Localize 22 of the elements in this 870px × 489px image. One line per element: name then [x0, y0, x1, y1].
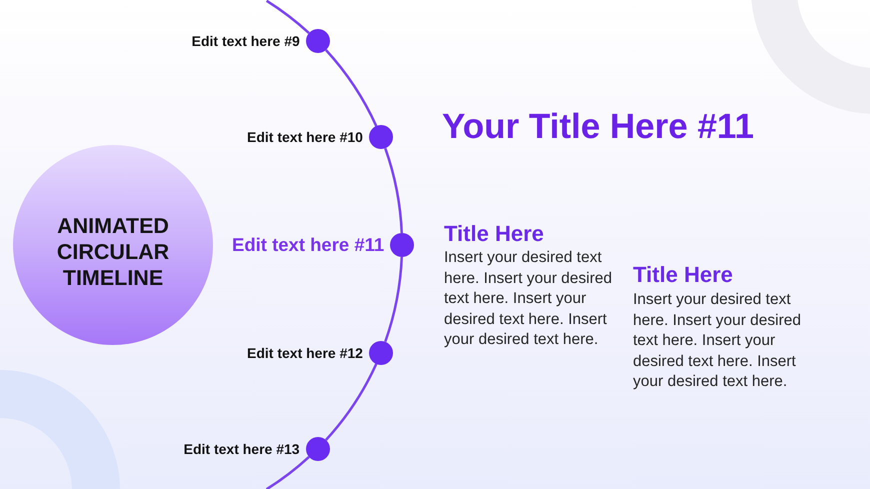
- body-text: Insert your desired text here. Insert your desired text here. Insert your desired text here. Insert your desired text here.: [633, 290, 802, 392]
- circle-label: ANIMATED CIRCULAR TIMELINE: [56, 213, 170, 291]
- timeline-arc: [384, 148, 403, 234]
- timeline-label: Edit text here #12: [247, 344, 363, 361]
- timeline-label: Edit text here #9: [192, 33, 300, 50]
- slide-title: Your Title Here #11: [442, 107, 754, 147]
- timeline-arc: [266, 0, 310, 34]
- timeline-arc: [325, 363, 378, 441]
- timeline-dot: [306, 29, 330, 54]
- section-heading: Title Here: [633, 262, 733, 287]
- timeline-arc: [325, 49, 378, 127]
- timeline-label: Edit text here #11: [232, 234, 384, 256]
- timeline-dot: [369, 340, 394, 365]
- timeline-dot: [306, 436, 330, 461]
- section-heading: Title Here: [444, 221, 544, 246]
- timeline-arc: [266, 456, 310, 489]
- body-text: Insert your desired text here. Insert your desired text here. Insert your desired text here. Insert your desired text here.: [444, 248, 614, 350]
- timeline-arc: [384, 256, 403, 342]
- timeline-dot: [390, 233, 414, 257]
- timeline-dot: [369, 125, 394, 150]
- timeline-label: Edit text here #10: [247, 129, 363, 146]
- timeline-label: Edit text here #13: [184, 440, 300, 457]
